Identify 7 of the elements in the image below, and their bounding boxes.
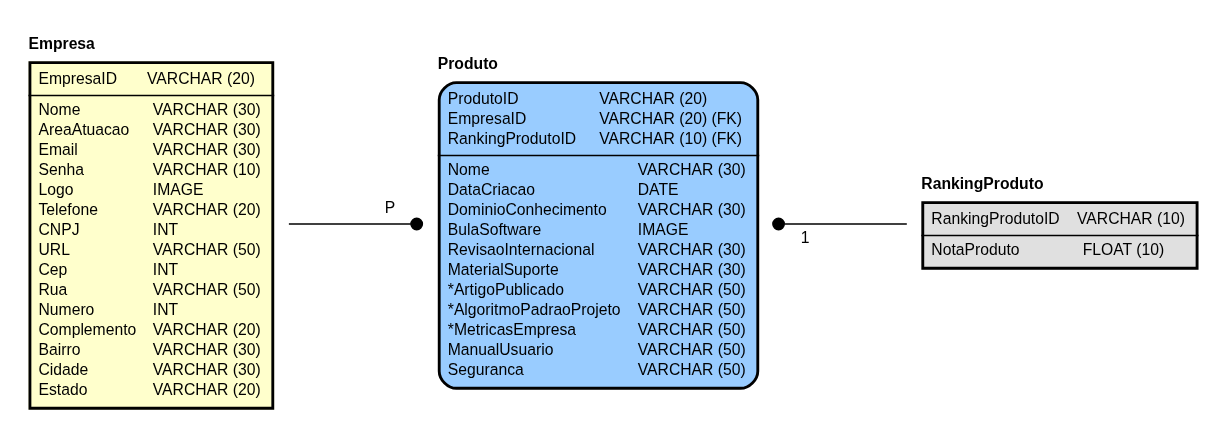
edge-label: 1 <box>800 228 810 246</box>
edge-label: P <box>384 198 396 216</box>
node-label: RankingProduto <box>921 174 1044 192</box>
connector <box>288 217 424 230</box>
node-label: Produto <box>437 54 498 72</box>
connector <box>772 217 908 230</box>
node-label: Empresa <box>28 34 95 52</box>
